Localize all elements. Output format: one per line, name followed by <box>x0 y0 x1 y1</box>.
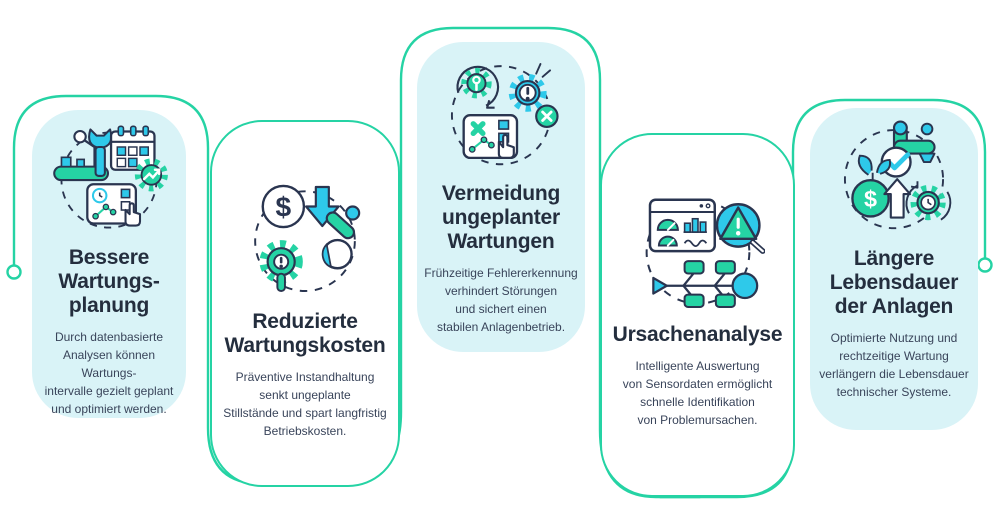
card-title: Bessere Wartungs- planung <box>58 246 160 317</box>
svg-text:$: $ <box>275 191 291 222</box>
card-description: Präventive Instandhaltung senkt ungeplan… <box>223 369 387 438</box>
card-bessere-wartungsplanung: Bessere Wartungs- planung Durch datenbas… <box>32 110 186 418</box>
error-prevention-icon <box>437 48 565 176</box>
card-title: Ursachenanalyse <box>612 323 783 346</box>
card-reduzierte-wartungskosten: $ Reduzierte Wartungskosten Präventive I… <box>210 120 400 487</box>
card-vermeidung-ungeplanter-wartungen: Vermeidung ungeplanter Wartungen Frühzei… <box>417 42 585 352</box>
card-description: Frühzeitige Fehlererkennung verhindert S… <box>424 265 578 334</box>
card-description: Durch datenbasierte Analysen können Wart… <box>44 329 174 416</box>
root-cause-analysis-icon <box>631 183 766 317</box>
left-endpoint-circle <box>6 264 22 280</box>
connector-segment-3 <box>658 98 987 499</box>
cost-reduction-icon: $ <box>240 174 370 304</box>
card-description: Intelligente Auswertung von Sensordaten … <box>622 358 773 427</box>
card-ursachenanalyse: Ursachenanalyse Intelligente Auswertung … <box>600 133 795 497</box>
connector-segment-1 <box>12 94 302 486</box>
card-title: Reduzierte Wartungskosten <box>224 310 386 357</box>
card-title: Vermeidung ungeplanter Wartungen <box>441 182 561 253</box>
svg-text:$: $ <box>864 186 877 212</box>
card-laengere-lebensdauer: $ Längere Lebensdauer der Anlagen Optimi… <box>810 108 978 430</box>
maintenance-planning-icon <box>47 116 171 240</box>
right-endpoint-circle <box>977 257 993 273</box>
card-description: Optimierte Nutzung und rechtzeitige Wart… <box>819 330 969 399</box>
card-title: Längere Lebensdauer der Anlagen <box>829 247 959 318</box>
asset-lifespan-icon: $ <box>830 113 958 241</box>
